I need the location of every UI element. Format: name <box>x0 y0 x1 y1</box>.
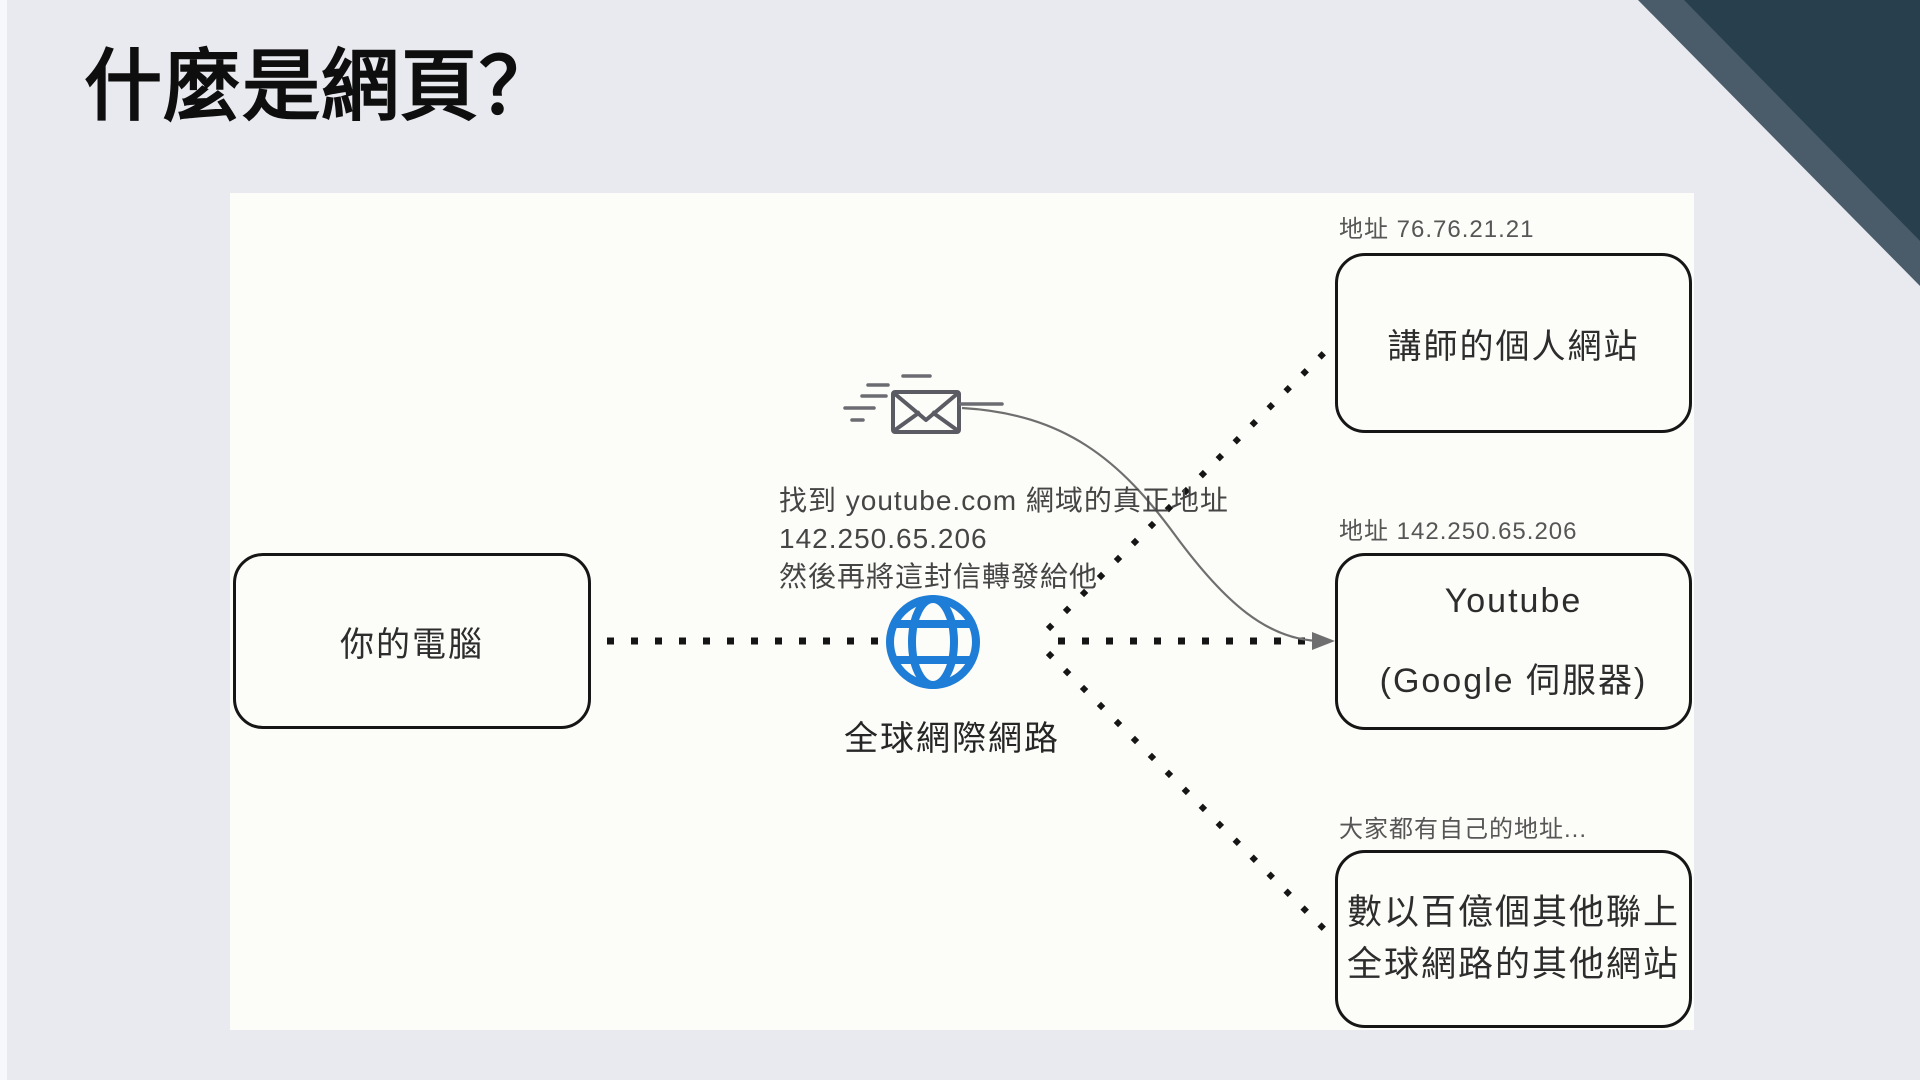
instructor-address-label: 地址 76.76.21.21 <box>1339 216 1535 243</box>
page-title: 什麼是網頁？ <box>84 42 559 130</box>
other-sites-line-2: 全球網路的其他網站 <box>1346 945 1680 984</box>
mail-note: 找到 youtube.com 網域的真正地址 142.250.65.206 然後… <box>779 482 1229 596</box>
instructor-site-box: 講師的個人網站 <box>1335 253 1692 433</box>
left-edge-strip <box>0 0 7 1080</box>
internet-label: 全球網際網路 <box>844 720 1060 758</box>
mail-note-line-2: 142.250.65.206 <box>779 523 988 554</box>
computer-box: 你的電腦 <box>233 553 591 729</box>
other-sites-address-label: 大家都有自己的地址... <box>1339 816 1588 843</box>
youtube-box-line-2: (Google 伺服器) <box>1379 661 1648 700</box>
other-sites-line-1: 數以百億個其他聯上 <box>1346 893 1680 933</box>
instructor-site-label: 講師的個人網站 <box>1387 327 1640 366</box>
other-sites-box: 數以百億個其他聯上 全球網路的其他網站 <box>1335 850 1692 1028</box>
computer-box-label: 你的電腦 <box>340 625 484 664</box>
mail-note-line-1: 找到 youtube.com 網域的真正地址 <box>779 485 1229 516</box>
mail-note-line-3: 然後再將這封信轉發給他 <box>779 561 1099 592</box>
youtube-address-label: 地址 142.250.65.206 <box>1339 518 1578 545</box>
youtube-box-line-1: Youtube <box>1444 581 1583 620</box>
youtube-box: Youtube (Google 伺服器) <box>1335 553 1692 730</box>
